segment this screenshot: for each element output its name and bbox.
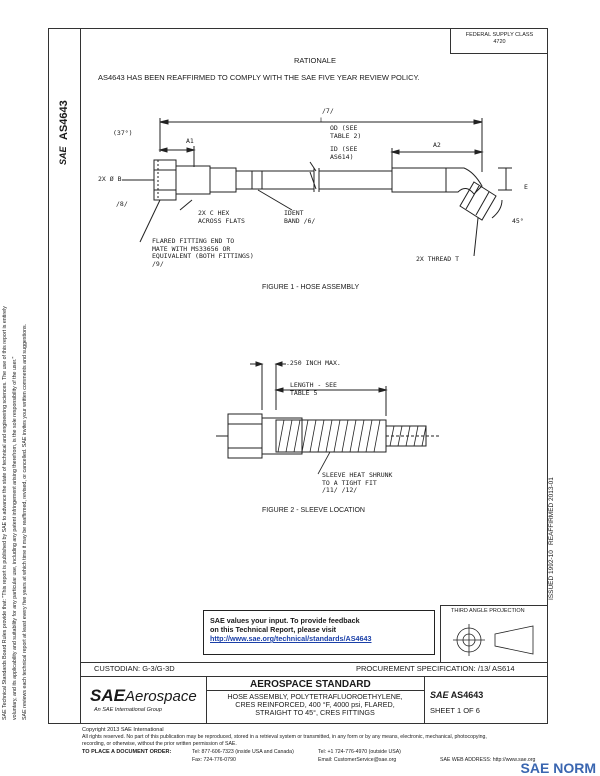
figure1-drawing: [122, 118, 512, 257]
side-disclaimer-2: voluntary, and its applicability and sui…: [12, 356, 18, 720]
projection-label: THIRD ANGLE PROJECTION: [451, 608, 525, 614]
footer-tel1: Tel: 877-606-7323 (inside USA and Canada…: [192, 749, 294, 755]
label-od: OD (SEE TABLE 2): [330, 124, 362, 140]
label-45: 45°: [512, 217, 524, 225]
titleblock-top-line: [80, 662, 548, 663]
brand-aerospace: Aerospace: [124, 688, 197, 705]
figure2-caption: FIGURE 2 - SLEEVE LOCATION: [262, 507, 365, 514]
label-max: .250 INCH MAX.: [286, 359, 341, 367]
fsc-box: FEDERAL SUPPLY CLASS 4720: [450, 28, 548, 54]
sheet-number: SHEET 1 OF 6: [430, 706, 480, 715]
sae-small: SAE: [430, 690, 449, 700]
label-a2: A2: [433, 141, 441, 149]
footer-rights-1: All rights reserved. No part of this pub…: [82, 734, 487, 740]
footer-fax: Fax: 724-776-0790: [192, 757, 236, 763]
fsc-text: FEDERAL SUPPLY CLASS 4720: [465, 32, 534, 45]
label-flared: FLARED FITTING END TO MATE WITH MS33656 …: [152, 237, 254, 268]
brand-sub: An SAE International Group: [94, 707, 162, 713]
label-angle: (37°): [113, 129, 133, 137]
label-hex: 2X C HEX ACROSS FLATS: [198, 209, 245, 225]
label-sleeve: SLEEVE HEAT SHRUNK TO A TIGHT FIT /11/ /…: [322, 471, 393, 494]
footer-order-label: TO PLACE A DOCUMENT ORDER:: [82, 749, 172, 755]
brand-sae: SAE: [90, 686, 125, 705]
footer-email: Email: CustomerService@sae.org: [318, 757, 397, 763]
label-id: ID (SEE AS614): [330, 145, 358, 161]
label-thread: 2X THREAD T: [416, 255, 460, 263]
watermark-logo: SAE NORM: [520, 760, 596, 776]
rationale-text: AS4643 HAS BEEN REAFFIRMED TO COMPLY WIT…: [98, 73, 420, 82]
footer-tel2: Tel: +1 724-776-4970 (outside USA): [318, 749, 401, 755]
drawing-frame: [80, 28, 548, 724]
label-e: E: [524, 183, 528, 191]
titleblock-divider-3: [206, 690, 424, 691]
footer-web: SAE WEB ADDRESS: http://www.sae.org: [440, 757, 536, 763]
titleblock-divider-2: [424, 676, 425, 724]
side-sae-mark: SAE: [58, 146, 68, 165]
brand-logo: SAEAerospace: [90, 686, 197, 706]
label-note8: /8/: [116, 200, 128, 208]
projection-box: THIRD ANGLE PROJECTION: [440, 605, 548, 663]
doc-number-block: SAE AS4643: [430, 690, 483, 700]
footer-rights-2: recording, or otherwise, without the pri…: [82, 741, 237, 747]
label-ident: IDENT BAND /6/: [284, 209, 316, 225]
feedback-link[interactable]: http://www.sae.org/technical/standards/A…: [210, 634, 372, 643]
projection-symbol-icon: [453, 624, 534, 656]
footer-copyright: Copyright 2013 SAE International: [82, 727, 164, 733]
feedback-line1: SAE values your input. To provide feedba…: [210, 616, 360, 625]
side-column: [48, 28, 80, 724]
reaffirmed-date: REAFFIRMED 2013-01: [548, 477, 555, 545]
standard-title: AEROSPACE STANDARD: [250, 679, 371, 690]
feedback-line2: on this Technical Report, please visit: [210, 625, 337, 634]
side-disclaimer-3: SAE reviews each technical report at lea…: [22, 323, 28, 720]
label-b: 2X Ø B: [98, 175, 122, 183]
figure2-drawing: [216, 361, 440, 475]
side-disclaimer-1: SAE Technical Standards Board Rules prov…: [2, 306, 8, 720]
label-note7: /7/: [322, 107, 334, 115]
label-l: L: [320, 116, 324, 124]
standard-description: HOSE ASSEMBLY, POLYTETRAFLUOROETHYLENE, …: [227, 692, 403, 717]
side-doc-number: AS4643: [58, 100, 70, 140]
feedback-box: SAE values your input. To provide feedba…: [203, 610, 435, 655]
doc-number: AS4643: [450, 690, 484, 700]
procurement-spec: PROCUREMENT SPECIFICATION: /13/ AS614: [356, 664, 515, 673]
figure1-caption: FIGURE 1 - HOSE ASSEMBLY: [262, 284, 360, 291]
label-a1: A1: [186, 137, 194, 145]
titleblock-divider-1: [206, 676, 207, 724]
label-length: LENGTH - SEE TABLE 5: [290, 381, 337, 397]
titleblock-mid-line: [80, 676, 548, 677]
custodian: CUSTODIAN: G-3/G-3D: [94, 664, 175, 673]
issued-date: ISSUED 1992-10: [548, 550, 555, 600]
rationale-title: RATIONALE: [294, 56, 336, 65]
